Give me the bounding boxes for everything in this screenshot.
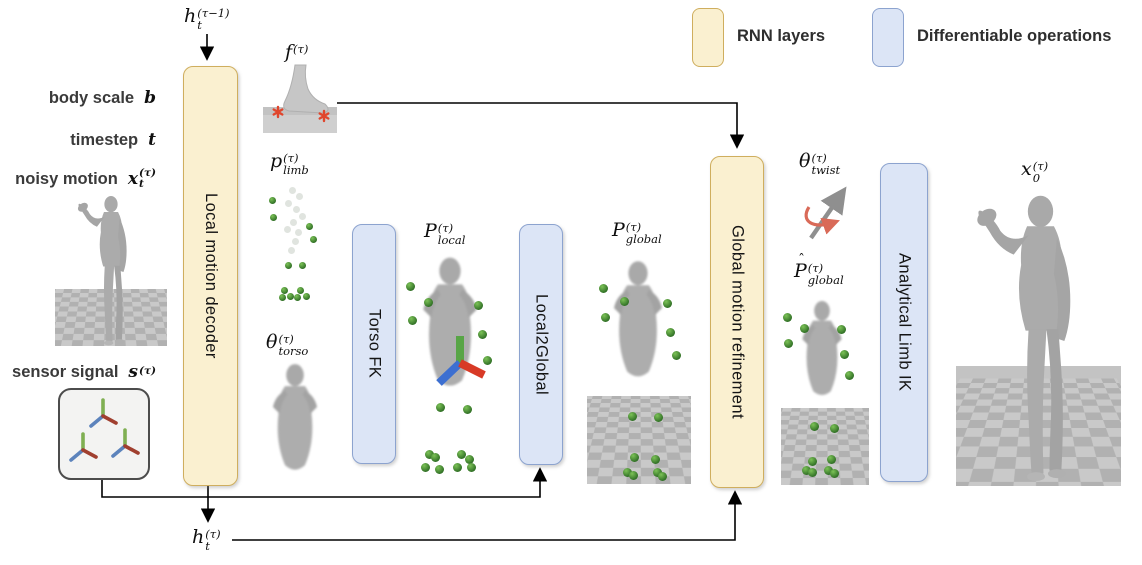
label-theta-torso: θ(τ)torso [266, 331, 309, 359]
block-analytical-limb-ik-label: Analytical Limb IK [895, 253, 914, 392]
input-noisy-motion-label: noisy motion [15, 169, 118, 188]
label-p-global: P(τ)global [612, 219, 662, 247]
foot-contact-illustration [263, 64, 337, 133]
label-x-out: x(τ)0 [1021, 158, 1049, 186]
label-p-local: P(τ)local [424, 220, 466, 248]
p-global-torso-illustration [614, 261, 662, 377]
noisy-motion-body-illustration [76, 195, 127, 346]
block-analytical-limb-ik: Analytical Limb IK [880, 163, 928, 482]
torso-orientation-illustration [273, 364, 317, 470]
block-torso-fk: Torso FK [352, 224, 396, 464]
legend-diff-swatch [872, 8, 904, 67]
input-body-scale-label: body scale [48, 88, 135, 107]
block-local2global-label: Local2Global [532, 293, 551, 396]
root-axis-icon [436, 336, 486, 386]
arrow-sensor-to-local2global [101, 467, 548, 498]
block-global-motion-refinement: Global motion refinement [710, 156, 764, 488]
p-hat-global-torso-illustration [802, 300, 842, 396]
block-global-motion-refinement-label: Global motion refinement [728, 225, 747, 419]
block-local-motion-decoder: Local motion decoder [183, 66, 238, 486]
label-p-limb: p(τ)limb [270, 150, 309, 178]
block-local-motion-decoder-label: Local motion decoder [202, 193, 220, 359]
legend-rnn-label: RNN layers [737, 27, 826, 45]
input-timestep-label: timestep [70, 130, 139, 149]
legend-rnn-swatch [692, 8, 724, 67]
imu-tripods-icon [69, 398, 140, 462]
input-noisy-motion: noisy motion x(τ)t [15, 167, 156, 191]
input-body-scale: body scale b [48, 88, 156, 108]
input-sensor-signal: sensor signal s(τ) [12, 362, 156, 382]
label-theta-twist: θ(τ)twist [799, 150, 841, 178]
p-global-floor-illustration [587, 396, 691, 484]
arrow-hcur-to-refinement [232, 490, 743, 541]
twist-angle-illustration [804, 186, 847, 240]
arrow-foot-to-refinement [337, 102, 745, 149]
input-sensor-signal-label: sensor signal [12, 362, 119, 381]
legend-diff-label: Differentiable operations [917, 27, 1112, 45]
label-h-prev: h(τ−1)t [184, 5, 230, 33]
block-torso-fk-label: Torso FK [365, 309, 384, 379]
label-h-cur: h(τ)t [192, 526, 221, 554]
label-foot: f(τ) [285, 41, 309, 63]
block-local2global: Local2Global [519, 224, 563, 465]
input-timestep: timestep t [70, 130, 156, 150]
output-body-illustration [974, 195, 1071, 482]
